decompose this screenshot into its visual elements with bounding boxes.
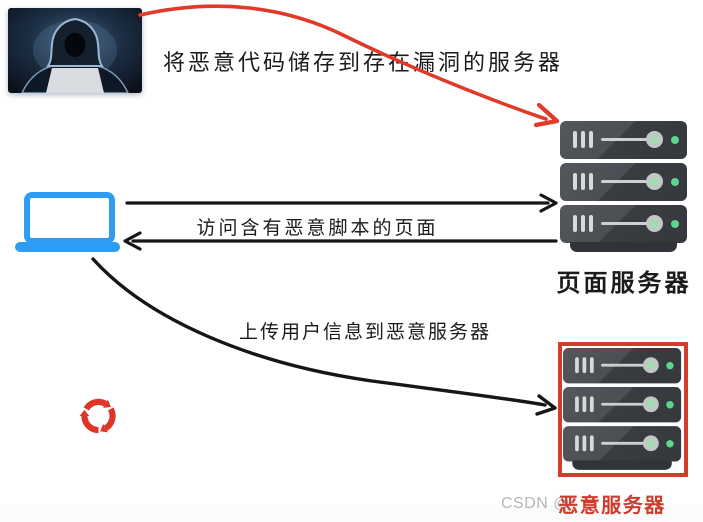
server-vents-icon <box>573 131 593 148</box>
server-knob-icon <box>646 215 663 232</box>
server-slider-rail <box>601 402 650 406</box>
server-slider-rail <box>601 180 653 183</box>
server-led-icon <box>666 361 674 370</box>
victim-laptop-screen <box>24 192 116 434</box>
hacker-face <box>64 33 86 57</box>
server-led-icon <box>671 178 679 186</box>
hacker-photo <box>8 8 142 93</box>
server-vents-icon <box>573 173 593 190</box>
server-unit <box>560 163 687 201</box>
server-slider-rail <box>601 363 650 367</box>
hacker-laptop-lid <box>46 68 104 93</box>
server-unit <box>563 426 682 462</box>
server-unit <box>563 348 682 384</box>
csdn-watermark: CSDN @ <box>501 495 571 512</box>
server-slider-rail <box>601 441 650 445</box>
server-vents-icon <box>575 357 594 374</box>
server-slider-rail <box>601 138 653 141</box>
server-led-icon <box>666 401 674 409</box>
victim-laptop-base <box>15 242 120 252</box>
footer-strip <box>0 505 703 522</box>
server-unit <box>560 121 687 159</box>
flow-label-store-code: 将恶意代码储存到存在漏洞的服务器 <box>162 50 563 75</box>
server-unit <box>563 387 682 423</box>
server-led-icon <box>671 220 679 228</box>
server-pedestal <box>572 460 672 470</box>
server-vents-icon <box>575 435 594 452</box>
server-knob-icon <box>646 173 663 190</box>
page-server-label: 页面服务器 <box>556 270 692 297</box>
server-knob-icon <box>642 357 659 374</box>
server-vents-icon <box>573 215 593 232</box>
server-pedestal <box>570 242 677 252</box>
server-led-icon <box>666 440 674 448</box>
malicious-server-stack <box>563 348 682 470</box>
recycle-icon <box>79 398 116 434</box>
request-arrow-right <box>125 193 558 213</box>
server-vents-icon <box>575 396 594 413</box>
malicious-server-label: 恶意服务器 <box>558 495 666 517</box>
page-server-stack <box>560 121 687 252</box>
server-unit <box>560 205 687 243</box>
server-knob-icon <box>646 131 663 148</box>
hacker-photo-art <box>8 8 142 93</box>
server-slider-rail <box>601 222 653 225</box>
flow-label-upload-info: 上传用户信息到恶意服务器 <box>238 322 491 343</box>
server-led-icon <box>671 136 679 144</box>
server-knob-icon <box>642 435 659 452</box>
server-knob-icon <box>642 396 659 413</box>
flow-label-visit-page: 访问含有恶意脚本的页面 <box>196 218 439 239</box>
